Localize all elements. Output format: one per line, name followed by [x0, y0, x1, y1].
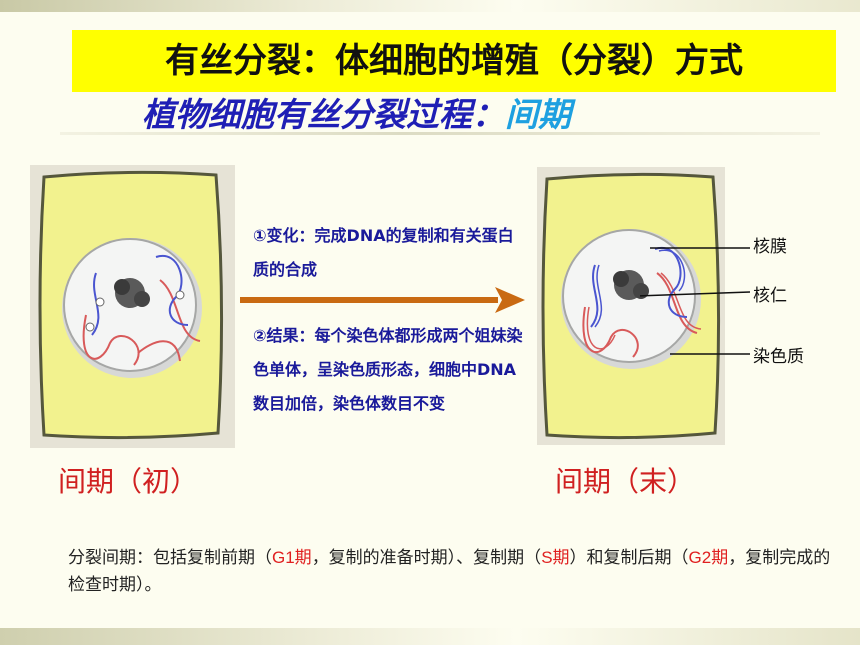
- note-text-3: ）和复制后期（: [569, 548, 689, 568]
- divider-line: [60, 132, 820, 135]
- note-g1: G1期: [272, 548, 312, 567]
- label-leader-lines: [640, 247, 751, 355]
- changes-description: ①变化：完成DNA的复制和有关蛋白质的合成: [253, 226, 514, 279]
- note-g2: G2期: [688, 548, 729, 567]
- bottom-decorative-band: [0, 628, 860, 645]
- early-interphase-cell-image: [30, 165, 235, 448]
- title-banner: 有丝分裂：体细胞的增殖（分裂）方式: [72, 30, 836, 92]
- chromatin-red-strand: [582, 272, 698, 358]
- note-text-2: ，复制的准备时期）、复制期（: [311, 548, 542, 568]
- nucleolus-lobe: [134, 291, 150, 307]
- subtitle-main: 植物细胞有丝分裂过程：: [142, 95, 505, 134]
- label-nucleolus: 核仁: [753, 286, 787, 306]
- slide-subtitle: 植物细胞有丝分裂过程：间期: [142, 92, 571, 138]
- chromatin-red-strand-copy: [586, 272, 702, 350]
- centromere-dot-2: [175, 290, 185, 300]
- late-interphase-cell-image: [537, 167, 725, 445]
- chromatin-blue-strand-copy: [594, 249, 686, 328]
- top-decorative-band: [0, 0, 860, 12]
- centromere-dot-3: [85, 322, 95, 332]
- note-text-4: ，复制完成的检查时期）。: [68, 548, 831, 595]
- interphase-note: 分裂间期：包括复制前期（G1期，复制的准备时期）、复制期（S期）和复制后期（G2…: [68, 544, 838, 599]
- note-s: S期: [541, 548, 570, 567]
- arrow-shaft: [240, 297, 498, 303]
- nucleolus-core: [613, 271, 629, 287]
- subtitle-accent: 间期: [505, 95, 571, 134]
- arrow-head: [495, 287, 525, 313]
- note-text-1: 分裂间期：包括复制前期（: [68, 548, 272, 568]
- chromatin-red-strand: [82, 314, 140, 366]
- nucleolus-core: [114, 279, 130, 295]
- progress-arrow: [240, 287, 525, 313]
- centromere-dot: [95, 297, 105, 307]
- phase-label-early: 间期（初）: [58, 465, 199, 498]
- slide-title: 有丝分裂：体细胞的增殖（分裂）方式: [165, 41, 743, 81]
- chromatin-red-strand-2: [137, 279, 201, 362]
- label-nuclear-membrane: 核膜: [753, 237, 787, 257]
- results-description: ②结果：每个染色体都形成两个姐妹染色单体，呈染色质形态，细胞中DNA数目加倍，染…: [253, 326, 523, 413]
- leader-nucleolus: [640, 291, 751, 297]
- phase-label-late: 间期（末）: [555, 465, 696, 498]
- label-chromatin: 染色质: [753, 347, 804, 367]
